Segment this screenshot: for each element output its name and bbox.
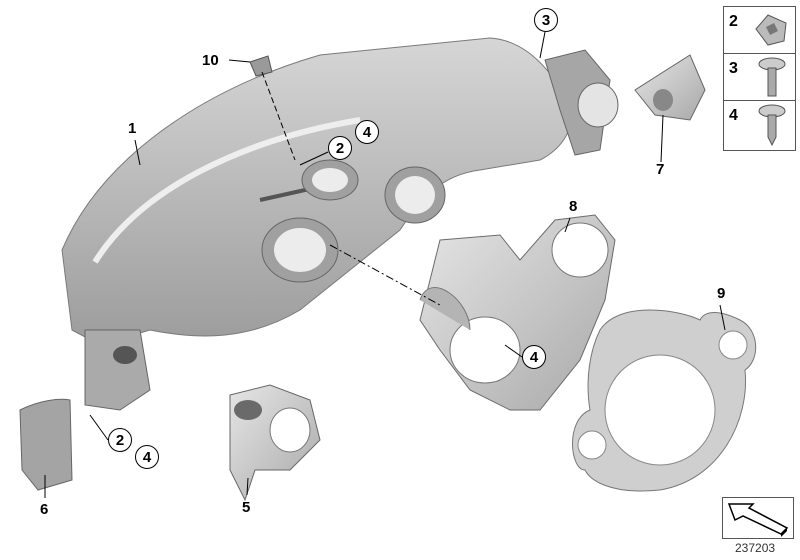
diagram-number: 237203 [735, 541, 776, 555]
callout-4: 4 [355, 120, 379, 144]
legend-item-tapping-screw: 4 [724, 101, 795, 148]
callout-4: 4 [522, 345, 546, 369]
callout-3: 3 [534, 8, 558, 32]
callout-8: 8 [569, 198, 578, 215]
tapping-screw-icon [758, 104, 786, 147]
legend-number: 3 [729, 60, 738, 77]
callout-9: 9 [717, 285, 726, 302]
arrow-symbol-icon [727, 503, 789, 537]
part-7-cover [634, 54, 706, 121]
callout-5: 5 [242, 499, 251, 516]
callout-4: 4 [135, 445, 159, 469]
callout-10: 10 [202, 52, 219, 69]
legend-number: 4 [729, 107, 738, 124]
callout-7: 7 [656, 161, 665, 178]
callout-2: 2 [328, 136, 352, 160]
callout-1: 1 [128, 120, 137, 137]
callout-6: 6 [40, 501, 49, 518]
screw-icon [758, 57, 786, 97]
legend-item-screw: 3 [724, 54, 795, 101]
clip-nut-icon [755, 14, 787, 46]
legend-number: 2 [729, 13, 738, 30]
legend-item-clip-nut: 2 [724, 7, 795, 54]
view-direction-symbol [722, 497, 794, 539]
callout-2: 2 [108, 428, 132, 452]
part-6-cap [19, 398, 73, 491]
hardware-legend: 2 3 4 [723, 6, 796, 151]
